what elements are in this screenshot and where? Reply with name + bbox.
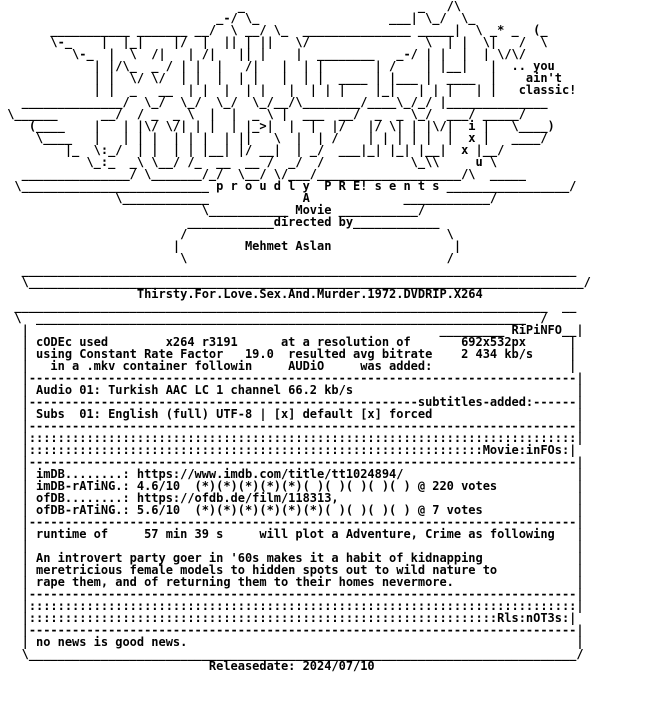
nfo-line: | imDB........: https://www.imdb.com/tit… — [0, 467, 584, 481]
nfo-line: \-_ | |_| |/ | || | || \/ \ | | \| / \ — [0, 35, 548, 49]
nfo-line: |:::::::::::::::::::::::::::::::::::::::… — [0, 431, 584, 445]
nfo-line: | ofDB........: https://ofdb.de/film/118… — [0, 491, 584, 505]
nfo-line: \____ | | | | | | | | || \ | | / | | | |… — [0, 131, 548, 145]
nfo-line: |:::::::::::::::::::::::::::::::::::::::… — [0, 599, 584, 613]
nfo-line: / \ — [0, 227, 454, 241]
nfo-line: ____________directed by____________ — [0, 215, 440, 229]
nfo-line: \ ______________________________________… — [0, 311, 548, 325]
nfo-line: |---------------------------------------… — [0, 587, 584, 601]
nfo-line: | using Constant Rate Factor 19.0 result… — [0, 347, 577, 361]
nfo-line: \____________ A ____________/ — [0, 191, 498, 205]
nfo-line: Thirsty.For.Love.Sex.And.Murder.1972.DVD… — [0, 287, 483, 301]
nfo-line: \_______________________________________… — [0, 647, 584, 661]
nfo-line: _ _ /\ — [0, 0, 476, 13]
nfo-line: \_______________________________________… — [0, 275, 591, 289]
nfo-line: \-_ | \ /| | /| || | | ________ _-/ | | … — [0, 47, 526, 61]
nfo-line: | imDB-rATiNG.: 4.6/10 (*)(*)(*)(*)(*)( … — [0, 479, 584, 493]
nfo-line: | _________ RiPiNFO__| — [0, 323, 584, 337]
nfo-line: \_:_ _\ \__/ /_ __ __ / _/ / \_\\ u \ — [0, 155, 498, 169]
nfo-line: | | \/ \/ | | | | | | | | ____ | |___ | … — [0, 71, 562, 85]
nfo-line: | runtime of 57 min 39 s will plot a Adv… — [0, 527, 584, 541]
nfo-line: |:::::::::::::::::::::::::::::::::::::::… — [0, 443, 577, 457]
nfo-line: | rape them, and of returning them to th… — [0, 575, 584, 589]
nfo-line: ________________________________________… — [0, 263, 577, 277]
nfo-line: |---------------------------------------… — [0, 623, 584, 637]
nfo-line: | no news is good news. | — [0, 635, 584, 649]
nfo-line: Releasedate: 2024/07/10 — [0, 659, 375, 673]
nfo-line: \ / — [0, 251, 454, 265]
nfo-line: | Mehmet Aslan | — [0, 239, 462, 253]
nfo-line: |---------------------------------------… — [0, 419, 584, 433]
nfo-line: |---------------------------------------… — [0, 455, 584, 469]
nfo-line: | in a .mkv container followin AUDiO was… — [0, 359, 577, 373]
nfo-line: |---------------------------------------… — [0, 371, 584, 385]
nfo-line: | | _ __ | | | | | | | | | |_| | | | | |… — [0, 83, 577, 97]
nfo-line: \__________________________ p r o u d l … — [0, 179, 577, 193]
nfo-line: | cODEc used x264 r3191 at a resolution … — [0, 335, 577, 349]
nfo-line: | meretricious female models to hidden s… — [0, 563, 584, 577]
nfo-line: | | — [0, 539, 584, 553]
nfo-line: \______ __/ / _ _ \ | | _ \ | ___ __/ _ … — [0, 107, 526, 121]
nfo-line: | ofDB-rATiNG.: 5.6/10 (*)(*)(*)(*)(*)(*… — [0, 503, 584, 517]
nfo-line: _-/ \_ ___| \_/ \_ — [0, 11, 476, 25]
nfo-line: ________________________________________… — [0, 299, 577, 313]
nfo-line: \___________ Movie ___________/ — [0, 203, 426, 217]
nfo-line: |---------------------------------------… — [0, 395, 584, 409]
nfo-line: | |/\_ _ / | | | /| | | | | / | |__| | .… — [0, 59, 555, 73]
nfo-line: ______________/ \_/ \_/ \_/ \_/__/\_____… — [0, 95, 548, 109]
nfo-line: (____ | | |\/ \/| | | | |_>| | | |/ |/ \… — [0, 119, 555, 133]
nfo-line: | An introvert party goer in '60s makes … — [0, 551, 584, 565]
nfo-line: |---------------------------------------… — [0, 515, 584, 529]
nfo-line: |:::::::::::::::::::::::::::::::::::::::… — [0, 611, 577, 625]
nfo-line: ___________ _______ __/ \ __/ \_ _______… — [0, 23, 548, 37]
nfo-document: _ _ /\ _-/ \_ ___| \_/ \_ ___________ __… — [0, 0, 591, 673]
nfo-line: _______________/ \_______/_/ \__/ \/___/… — [0, 167, 526, 181]
nfo-line: |_ \:_/ | | | | |__| |/ __| | _/ ___|_| … — [0, 143, 505, 157]
nfo-line: | Subs 01: English (full) UTF-8 | [x] de… — [0, 407, 584, 421]
nfo-line: | Audio 01: Turkish AAC LC 1 channel 66.… — [0, 383, 584, 397]
